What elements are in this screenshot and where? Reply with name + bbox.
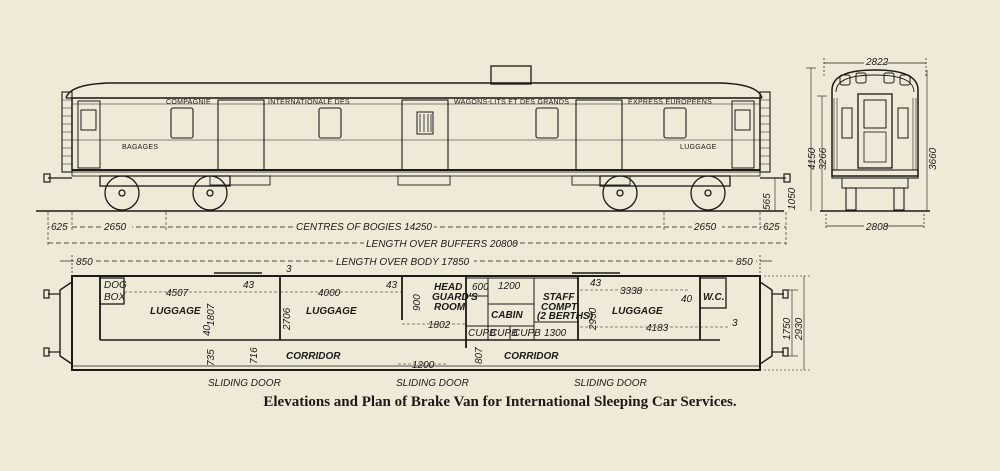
corridor-label-2: CORRIDOR (504, 351, 559, 362)
dim-end-height-1: 4150 (807, 147, 818, 170)
end-door (857, 93, 893, 169)
dim-length-over-buffers: LENGTH OVER BUFFERS 20800 (366, 239, 518, 250)
guard-door-grille (416, 111, 434, 135)
dim-1300: 1300 (544, 328, 567, 339)
staff-label-3: (2 BERTHS) (537, 311, 594, 322)
dog-box-label-1: DOG (104, 280, 127, 291)
dim-end-bottom-width: 2808 (865, 222, 889, 233)
side-text-4: EXPRESS EUROPEENS (628, 99, 712, 106)
dim-43-b: 43 (386, 280, 398, 291)
cupboard-label-1: CUPB (468, 328, 496, 339)
roof-lookout (490, 65, 532, 85)
dog-box (99, 277, 125, 305)
dim-2706: 2706 (282, 307, 293, 331)
head-guard-label-1: HEAD (434, 282, 462, 293)
head-guard-label-2: GUARD'S (432, 292, 478, 303)
figure-caption: Elevations and Plan of Brake Van for Int… (263, 394, 737, 410)
dim-900: 900 (412, 294, 423, 311)
cupboard-label-3: CUPB (513, 328, 541, 339)
right-bogie (599, 175, 731, 211)
dim-right-end: 625 (763, 222, 780, 233)
dim-1200-b: 1200 (412, 360, 435, 371)
dim-end-height-2: 3266 (818, 147, 829, 170)
luggage-room-1-label: LUGGAGE (150, 306, 201, 317)
dim-end-height-3: 3660 (928, 147, 939, 170)
sliding-door-label-2: SLIDING DOOR (396, 378, 469, 389)
dim-left-bogie: 2650 (103, 222, 127, 233)
sliding-door-1 (217, 99, 265, 171)
side-text-3: WAGONS-LITS ET DES GRANDS (454, 99, 569, 106)
central-compartments (465, 277, 579, 341)
dim-4000: 4000 (318, 288, 341, 299)
luggage-room-3-label: LUGGAGE (612, 306, 663, 317)
dim-4183: 4183 (646, 323, 669, 334)
dim-4507: 4507 (166, 288, 189, 299)
dim-left-end: 625 (51, 222, 68, 233)
side-text-1: COMPAGNIE (166, 99, 211, 106)
left-bogie (99, 175, 231, 211)
dim-40-b: 40 (202, 324, 213, 336)
dim-2930-b: 2930 (794, 317, 805, 341)
van-body (71, 97, 761, 171)
side-window-4 (663, 107, 687, 139)
dim-807: 807 (474, 347, 485, 364)
dim-end-top-width: 2822 (865, 57, 889, 68)
dim-43-a: 43 (243, 280, 255, 291)
dim-length-over-body: LENGTH OVER BODY 17850 (336, 257, 470, 268)
dim-right-overhang: 850 (736, 257, 753, 268)
side-window-1 (170, 107, 194, 139)
wc-label: W.C. (703, 292, 724, 303)
luggage-room-2-label: LUGGAGE (306, 306, 357, 317)
staff-label-1: STAFF (543, 292, 575, 303)
dim-1750: 1750 (782, 317, 793, 340)
end-elevation: 2822 (806, 56, 939, 233)
dim-43-c: 43 (590, 278, 602, 289)
dim-600: 600 (472, 282, 489, 293)
dim-40-a: 40 (681, 294, 693, 305)
dog-box-label-2: BOX (104, 292, 125, 303)
dim-axle-height: 1050 (787, 187, 798, 210)
dim-3-b: 3 (732, 318, 738, 329)
dim-centres-of-bogies: CENTRES OF BOGIES 14250 (296, 222, 432, 233)
staff-label-2: COMPT (541, 302, 578, 313)
sliding-door-label-1: SLIDING DOOR (208, 378, 281, 389)
dim-buffer-height: 565 (762, 193, 773, 210)
guard-door (401, 99, 449, 171)
side-window-2 (318, 107, 342, 139)
luggage-label: LUGGAGE (680, 144, 717, 151)
bagages-label: BAGAGES (122, 144, 158, 151)
dim-735: 735 (206, 349, 217, 366)
plan-view: 850 LENGTH OVER BODY 17850 850 D (43, 255, 810, 389)
cabin-label: CABIN (491, 310, 523, 321)
cupboard-label-2: CUPB (490, 328, 518, 339)
head-guard-label-3: ROOM (434, 302, 466, 313)
dim-3338: 3338 (620, 286, 643, 297)
dim-left-overhang: 850 (76, 257, 93, 268)
dim-2930-a: 2930 (588, 307, 599, 331)
wc-room (699, 277, 727, 309)
sliding-door-2 (575, 99, 623, 171)
side-elevation: COMPAGNIE INTERNATIONALE DES WAGONS-LITS… (36, 65, 798, 250)
dim-right-bogie: 2650 (693, 222, 717, 233)
dim-1807: 1807 (206, 303, 217, 326)
corridor-label-1: CORRIDOR (286, 351, 341, 362)
side-window-3 (535, 107, 559, 139)
side-text-2: INTERNATIONALE DES (268, 99, 350, 106)
dim-1802: 1802 (428, 320, 451, 331)
dim-716: 716 (249, 347, 260, 364)
sliding-door-label-3: SLIDING DOOR (574, 378, 647, 389)
dim-3-a: 3 (286, 264, 292, 275)
dim-1200-a: 1200 (498, 281, 521, 292)
